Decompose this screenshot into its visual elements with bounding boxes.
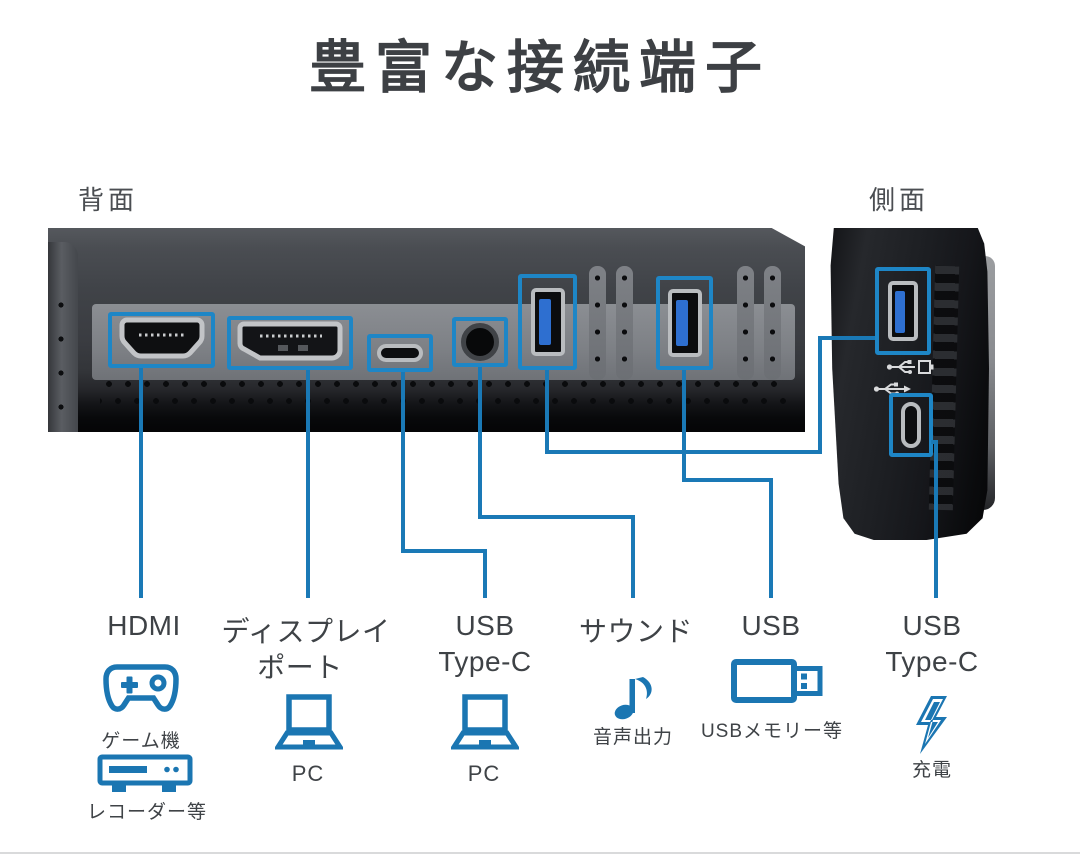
music-note-icon xyxy=(614,677,652,720)
side-panel-label: 側面 xyxy=(869,185,930,215)
label-usb: USB xyxy=(741,610,801,641)
audio-jack xyxy=(461,323,499,361)
label-usbc-side-line1: USB xyxy=(902,610,962,641)
bottom-divider xyxy=(0,852,1080,854)
caption-recorder: レコーダー等 xyxy=(86,802,208,823)
usb-c-port xyxy=(901,402,921,448)
usb-a-port-2-highlight xyxy=(656,276,713,370)
caption-charging: 充電 xyxy=(911,760,953,781)
laptop-icon xyxy=(275,694,343,750)
usb-a-port-1-highlight xyxy=(518,274,577,370)
monitor-back-photo xyxy=(48,228,805,432)
label-hdmi: HDMI xyxy=(107,610,181,641)
usb-c-port xyxy=(377,344,423,362)
label-usbc-back-line2: Type-C xyxy=(438,646,532,677)
side-usb-a-port-highlight xyxy=(875,267,931,355)
label-displayport-line2: ポート xyxy=(257,652,343,683)
laptop-icon xyxy=(451,694,519,750)
recorder-icon xyxy=(97,754,193,792)
caption-game-console: ゲーム機 xyxy=(101,731,181,752)
caption-pc-usbc: PC xyxy=(467,761,501,786)
gamepad-icon xyxy=(103,664,179,712)
usb-a-port xyxy=(667,289,702,357)
usb-c-port-highlight xyxy=(367,334,433,372)
lightning-icon xyxy=(916,696,947,754)
label-sound: サウンド xyxy=(578,616,694,647)
displayport-port-highlight xyxy=(227,316,353,370)
hdmi-port xyxy=(119,317,204,359)
label-usbc-side-line2: Type-C xyxy=(885,646,979,677)
vent-slats xyxy=(737,266,781,380)
page-title: 豊富な接続端子 xyxy=(309,36,771,100)
usb-a-port xyxy=(530,288,565,356)
caption-pc-dp: PC xyxy=(291,761,325,786)
side-vent-slots xyxy=(928,265,960,511)
caption-usb-memory: USBメモリー等 xyxy=(700,721,844,742)
monitor-side-photo xyxy=(829,228,1009,540)
caption-audio-output: 音声出力 xyxy=(592,727,674,748)
usb-memory-icon xyxy=(731,659,823,703)
audio-jack-highlight xyxy=(452,317,508,367)
vent-slats xyxy=(589,266,633,380)
displayport-port xyxy=(237,321,343,361)
usb-battery-icon xyxy=(886,360,934,374)
label-displayport-line1: ディスプレイ xyxy=(221,616,391,647)
label-usbc-back-line1: USB xyxy=(455,610,515,641)
hdmi-port-highlight xyxy=(108,312,215,368)
side-usb-c-port-highlight xyxy=(889,393,933,457)
vent-holes xyxy=(100,376,788,410)
usb-a-port xyxy=(888,281,918,341)
monitor-stand-arm xyxy=(48,242,78,432)
back-panel-label: 背面 xyxy=(78,185,139,215)
